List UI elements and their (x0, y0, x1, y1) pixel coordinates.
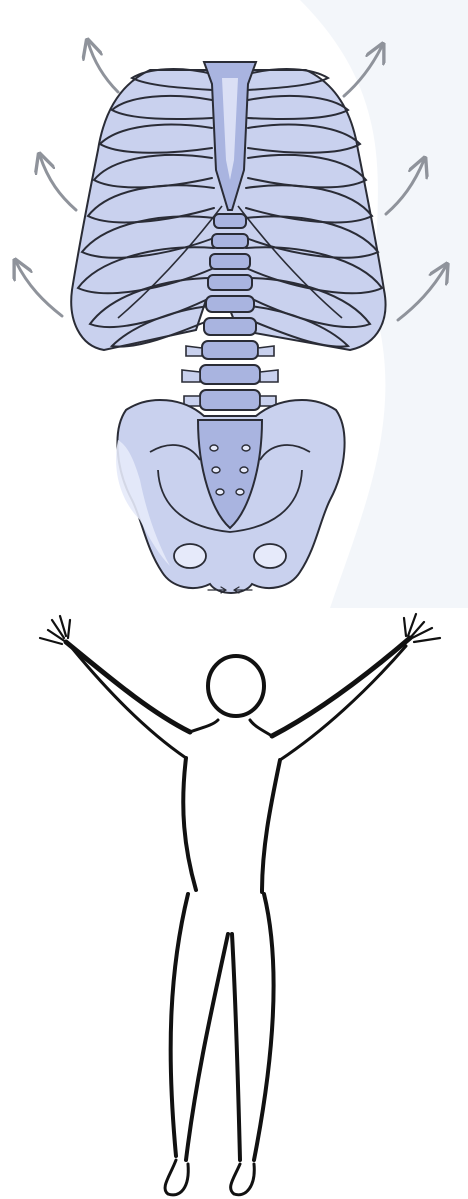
figure-foot-right (231, 1164, 255, 1195)
figure-arm-left-inner (72, 648, 186, 758)
foramen (216, 489, 224, 495)
figure-leg-right-outer (254, 894, 273, 1160)
process-right (258, 346, 274, 356)
vertebra (214, 214, 246, 228)
process-left (186, 346, 202, 356)
obturator-right (254, 544, 286, 568)
foramen (240, 467, 248, 473)
figure-foot-left (165, 1160, 188, 1195)
figure-head (208, 656, 264, 716)
figure-drawing (0, 608, 468, 1199)
process-left (182, 370, 200, 382)
figure-hand-right (404, 614, 440, 642)
figure-leg-right-inner (232, 934, 240, 1160)
figure-arm-left (66, 642, 190, 732)
figure-arm-right-inner (280, 646, 406, 760)
vertebra (200, 365, 260, 384)
foramen (242, 445, 250, 451)
foramen (212, 467, 220, 473)
vertebra (200, 390, 260, 410)
finger (40, 638, 62, 644)
obturator-left (174, 544, 206, 568)
finger (68, 620, 70, 638)
foramen (236, 489, 244, 495)
figure-shoulder-right (250, 720, 272, 736)
figure-illustration (0, 608, 468, 1199)
figure-shoulder-left (190, 720, 218, 732)
skeleton-drawing (0, 0, 468, 608)
process-right (260, 370, 278, 382)
figure-torso-left (183, 758, 196, 890)
foramen (210, 445, 218, 451)
vertebra (202, 341, 258, 359)
vertebra (204, 318, 256, 335)
figure-torso-right (262, 760, 280, 892)
figure-arm-right (272, 638, 410, 736)
skeleton-illustration (0, 0, 468, 608)
vertebra (212, 234, 248, 248)
figure-leg-left-inner (186, 934, 228, 1160)
vertebra (210, 254, 250, 269)
finger (414, 638, 440, 642)
vertebra (208, 275, 252, 290)
figure-leg-left-outer (171, 894, 188, 1156)
vertebra (206, 296, 254, 312)
finger (404, 618, 406, 636)
